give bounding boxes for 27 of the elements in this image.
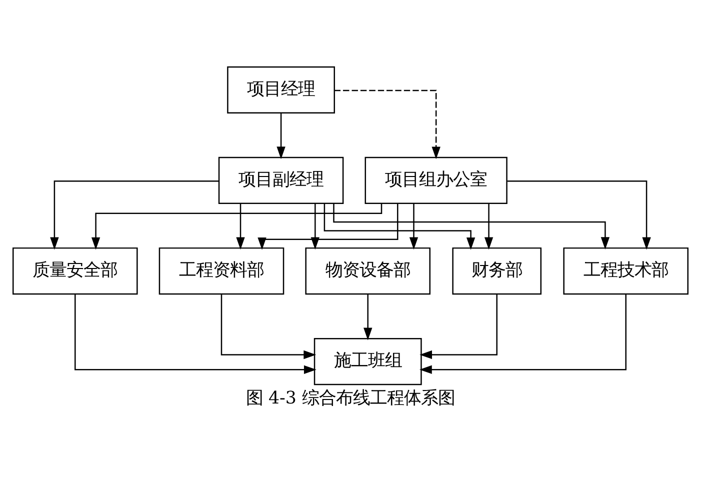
node-box: 项目组办公室	[364, 156, 508, 204]
arrow	[91, 203, 382, 250]
node-box: 施工班组	[314, 338, 422, 385]
arrow	[364, 294, 372, 340]
node-box: 工程资料部	[158, 246, 284, 294]
arrow	[324, 203, 476, 250]
arrow	[409, 203, 418, 250]
arrow	[484, 203, 494, 250]
caption: 图 4-3 综合布线工程体系图	[246, 388, 455, 408]
arrow	[334, 89, 440, 159]
node-box: 项目经理	[227, 66, 335, 113]
arrow	[236, 203, 245, 250]
node-box: 财务部	[452, 246, 542, 294]
arrow	[220, 294, 316, 359]
arrow	[310, 203, 320, 250]
node-box: 工程技术部	[563, 246, 689, 294]
arrow	[419, 294, 626, 374]
arrow	[258, 202, 398, 250]
arrow	[333, 203, 610, 250]
node-box: 物资设备部	[305, 246, 430, 294]
arrow	[50, 180, 219, 250]
node-box: 项目副经理	[218, 156, 344, 204]
node-box: 质量安全部	[12, 246, 138, 294]
arrow	[507, 180, 651, 250]
arrow	[74, 294, 316, 374]
arrow	[420, 294, 498, 359]
arrow	[276, 112, 286, 159]
